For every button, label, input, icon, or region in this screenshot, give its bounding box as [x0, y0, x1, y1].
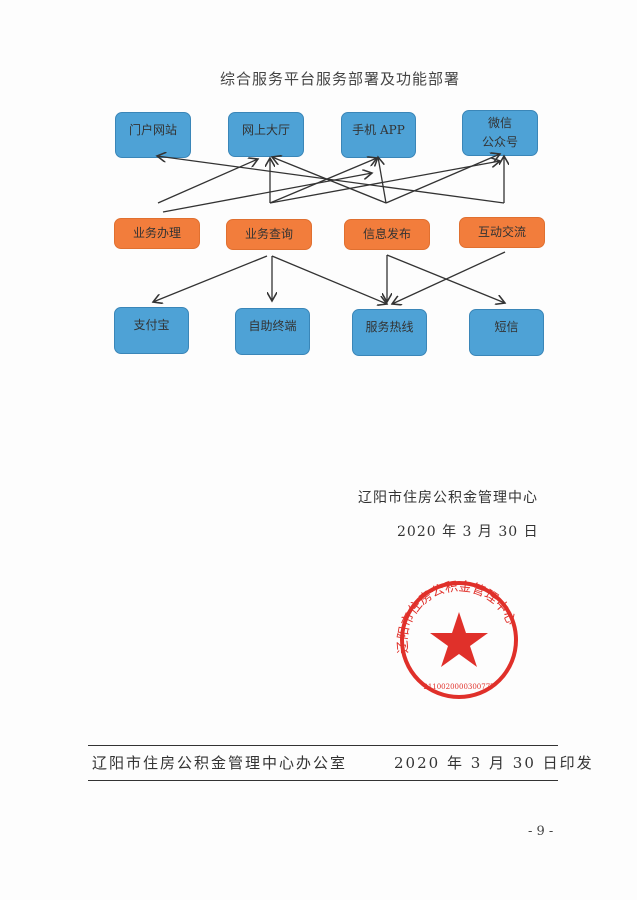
official-seal: 辽阳市住房公积金管理中心 2110020000300777	[396, 578, 518, 699]
footer-top-rule	[88, 745, 558, 746]
footer-issuer: 辽阳市住房公积金管理中心办公室	[92, 754, 348, 772]
channel-portal: 门户网站	[115, 112, 191, 158]
arrow	[378, 157, 387, 204]
diagram-title: 综合服务平台服务部署及功能部署	[219, 70, 460, 88]
arrow	[272, 157, 387, 204]
footer-bottom-rule	[88, 780, 558, 781]
seal-star-icon	[430, 612, 488, 667]
arrow	[385, 154, 500, 204]
channel-online-hall: 网上大厅	[228, 112, 304, 157]
seal-code: 2110020000300777	[423, 683, 494, 691]
arrow	[269, 161, 500, 204]
arrow	[269, 158, 377, 204]
terminal-alipay: 支付宝	[114, 307, 189, 354]
function-info-publish: 信息发布	[344, 219, 430, 250]
arrow	[271, 255, 387, 304]
arrow	[162, 173, 372, 213]
arrow	[153, 255, 268, 302]
function-business-query: 业务查询	[226, 219, 312, 250]
terminal-self-service: 自助终端	[235, 308, 310, 355]
signature-date: 2020 年 3 月 30 日	[397, 524, 539, 540]
terminal-sms: 短信	[469, 309, 544, 356]
terminal-hotline: 服务热线	[352, 309, 427, 356]
channel-wechat: 微信 公众号	[462, 110, 538, 156]
signature-org: 辽阳市住房公积金管理中心	[358, 490, 538, 506]
arrow	[157, 159, 258, 204]
page-number: - 9 -	[528, 824, 554, 839]
function-interaction: 互动交流	[459, 217, 545, 248]
arrow	[392, 251, 506, 304]
function-business-handling: 业务办理	[114, 218, 200, 249]
footer-date: 2020 年 3 月 30 日印发	[394, 754, 594, 772]
arrow	[157, 156, 505, 204]
seal-ring	[400, 581, 518, 699]
